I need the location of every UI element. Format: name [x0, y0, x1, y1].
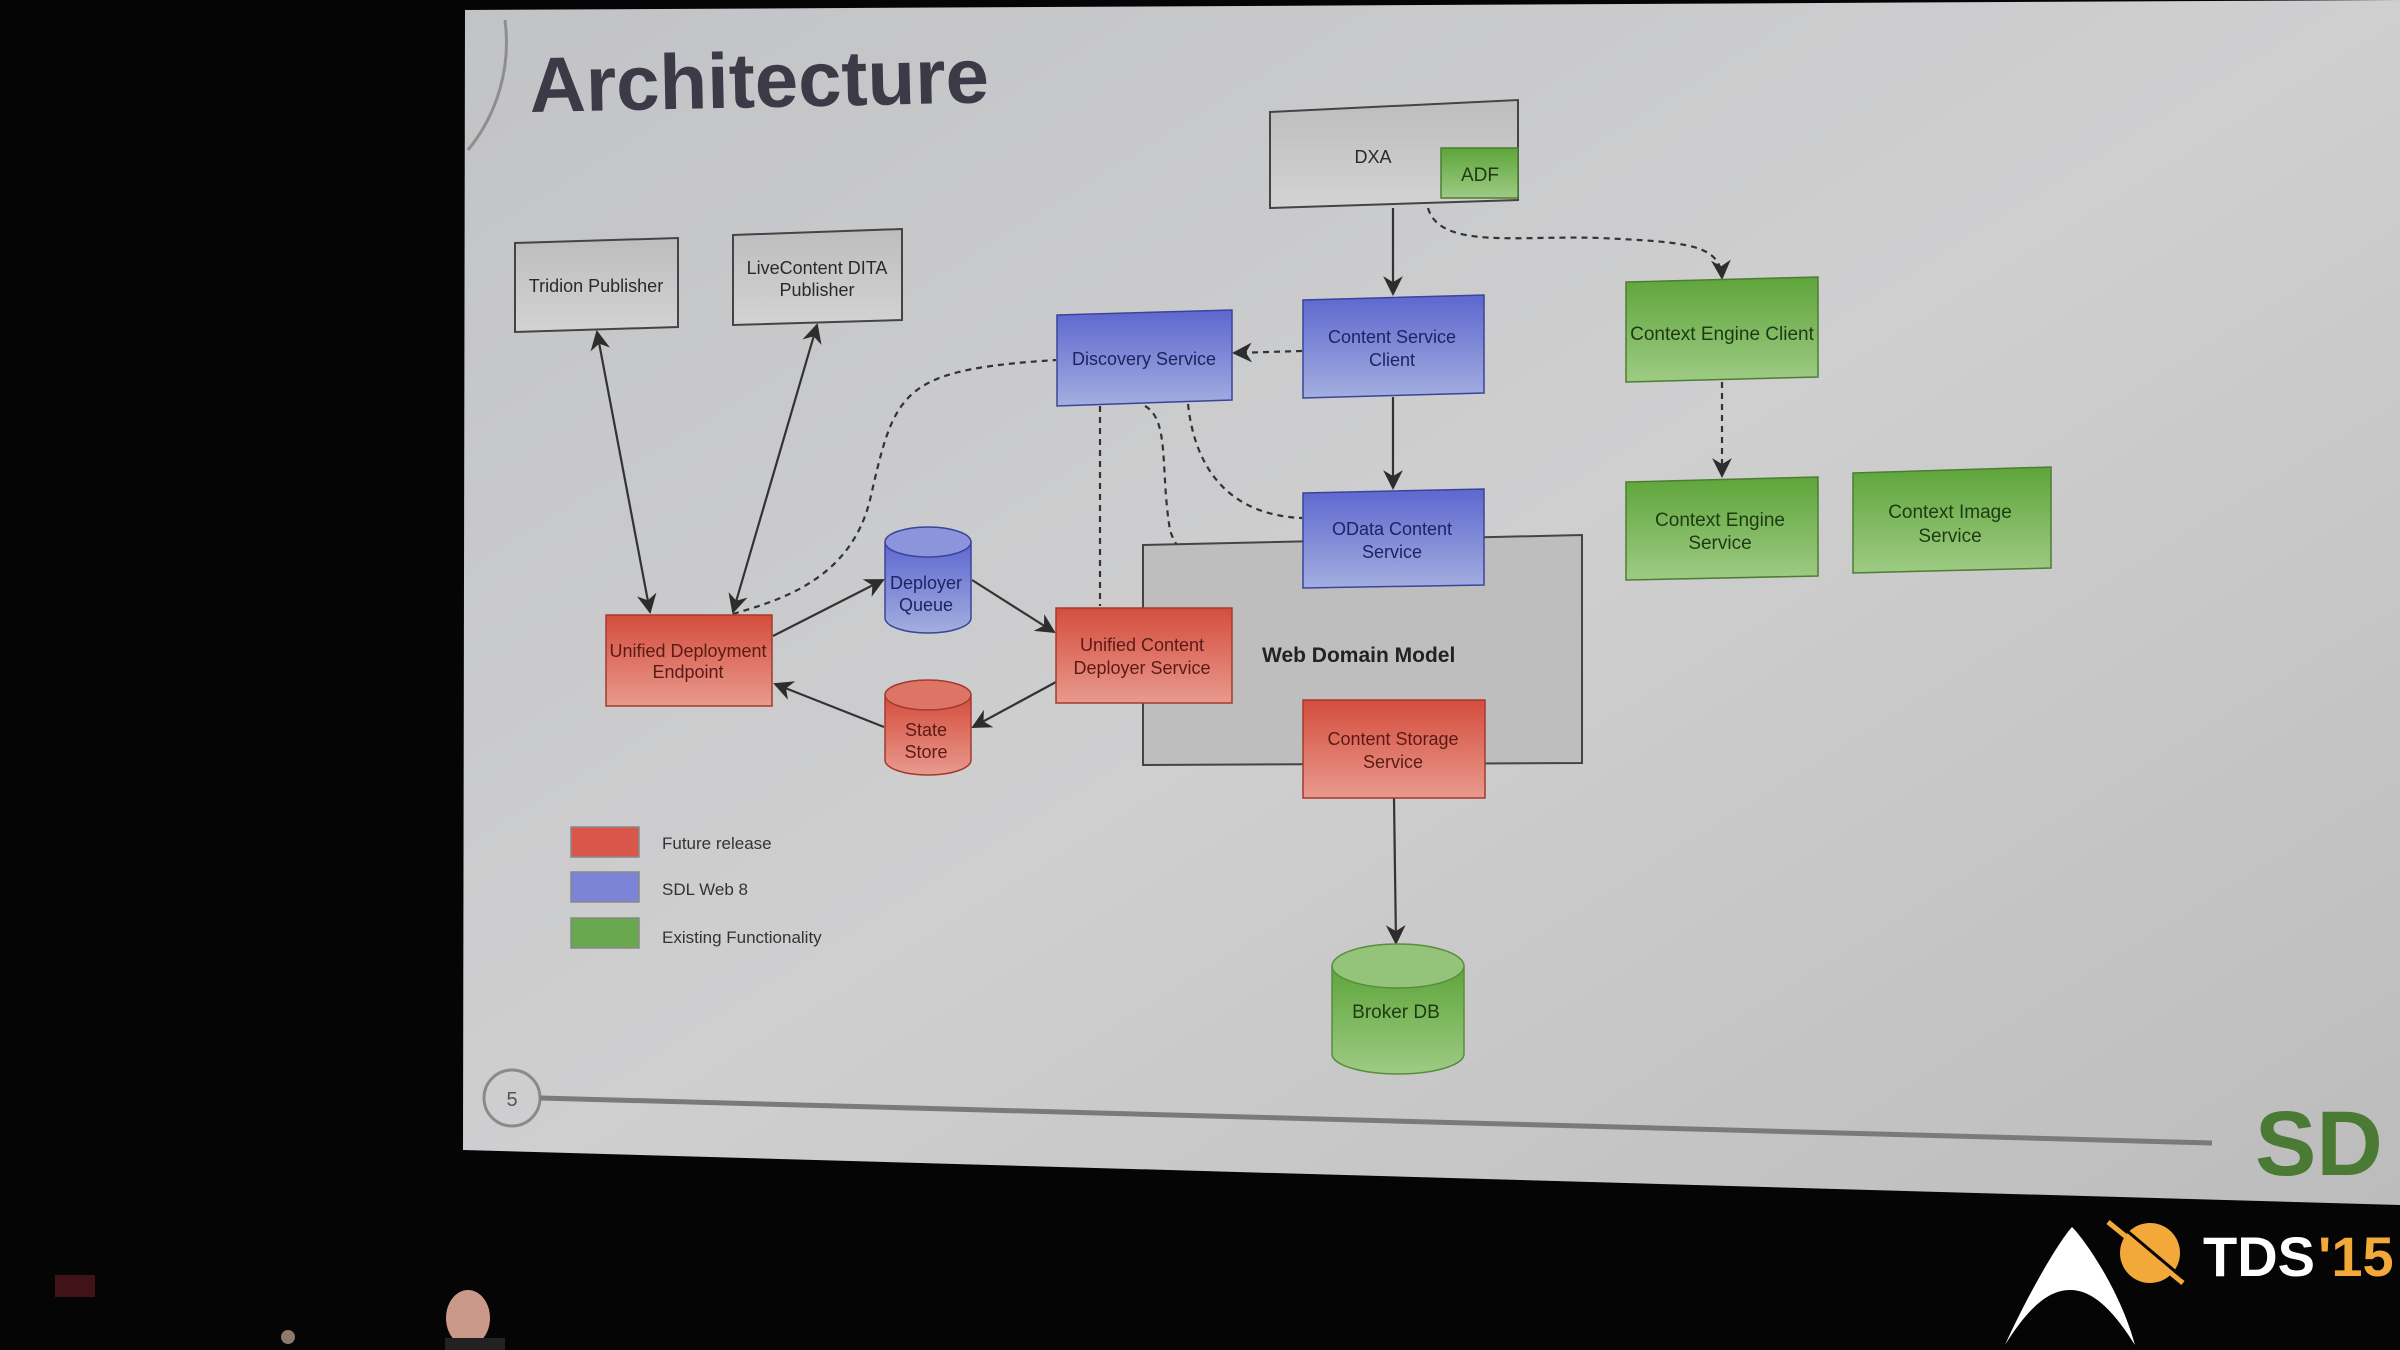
tds-arrow-icon [2005, 1227, 2135, 1345]
node-content-storage-service: Content Storage Service [1302, 699, 1486, 799]
odata-label-line1: OData Content [1332, 519, 1452, 539]
edge-discovery-to-odata [1186, 403, 1303, 520]
state-store-line2: Store [904, 742, 947, 762]
css-line2: Service [1363, 752, 1423, 772]
css-line1: Content Storage [1327, 729, 1458, 749]
node-deployer-queue: Deployer Queue [884, 526, 972, 634]
odata-label-line2: Service [1362, 542, 1422, 562]
dxa-label: DXA [1354, 147, 1391, 167]
legend: Future release SDL Web 8 Existing Functi… [570, 826, 822, 949]
legend-label: Future release [662, 834, 772, 853]
stage-monitor-light [55, 1275, 95, 1297]
tds-planet-ring [2106, 1220, 2185, 1285]
ucds-line2: Deployer Service [1073, 658, 1210, 678]
edge-tridion-to-ude [590, 330, 657, 614]
broker-db-label: Broker DB [1352, 1002, 1440, 1023]
edge-ude-to-deployer-queue [772, 579, 885, 637]
speaker-body [445, 1338, 505, 1350]
deployer-queue-line2: Queue [899, 595, 953, 615]
ucds-line1: Unified Content [1080, 635, 1204, 655]
sdl-logo: SD [2255, 1093, 2383, 1195]
legend-swatch-green [570, 917, 640, 949]
legend-label: Existing Functionality [662, 928, 822, 947]
adf-label: ADF [1461, 165, 1499, 186]
edge-ucds-to-state-store [971, 681, 1057, 728]
legend-label: SDL Web 8 [662, 880, 748, 899]
legend-item-sdl-web-8: SDL Web 8 [570, 871, 748, 903]
web-domain-model-label: Web Domain Model [1262, 644, 1455, 667]
context-engine-service-line1: Context Engine [1655, 510, 1785, 531]
microphone [281, 1330, 295, 1344]
node-content-service-client: Content Service Client [1302, 294, 1485, 399]
context-image-service-line1: Context Image [1888, 502, 2012, 523]
node-discovery-service: Discovery Service [1056, 309, 1233, 407]
deployer-queue-line1: Deployer [890, 573, 962, 593]
edge-adf-to-context-engine-client [1426, 207, 1731, 280]
ude-line2: Endpoint [652, 662, 723, 682]
edge-csc-to-discovery [1232, 342, 1303, 363]
legend-item-future-release: Future release [570, 826, 772, 858]
node-state-store: State Store [884, 679, 972, 776]
context-image-service-line2: Service [1918, 526, 1981, 547]
tds-text: TDS [2203, 1225, 2315, 1288]
state-store-line1: State [905, 720, 947, 740]
node-broker-db: Broker DB [1331, 943, 1465, 1075]
edge-discovery-to-content-storage [1144, 405, 1303, 732]
node-context-image-service: Context Image Service [1852, 466, 2052, 574]
page-number: 5 [506, 1089, 517, 1111]
node-context-engine-service: Context Engine Service [1625, 476, 1819, 581]
edge-queue-to-ucds [971, 579, 1056, 634]
context-engine-service-line2: Service [1688, 533, 1751, 554]
tds-event-logo: TDS '15 [2005, 1217, 2394, 1345]
slide-decor-arc [466, 19, 508, 151]
tds-year-text: '15 [2318, 1225, 2394, 1288]
context-engine-client-label: Context Engine Client [1630, 324, 1814, 345]
node-unified-deployment-endpoint: Unified Deployment Endpoint [605, 614, 773, 707]
slide-footer: 5 SD [482, 1068, 2383, 1195]
speaker-head [446, 1290, 490, 1346]
discovery-service-label: Discovery Service [1072, 349, 1216, 369]
livecontent-label-line2: Publisher [779, 280, 854, 300]
slide-title: Architecture [529, 31, 990, 129]
node-adf: ADF [1440, 147, 1519, 199]
edge-livecontent-to-ude [728, 323, 822, 614]
tridion-publisher-label: Tridion Publisher [529, 276, 663, 296]
livecontent-label-line1: LiveContent DITA [747, 258, 888, 278]
csc-label-line2: Client [1369, 350, 1415, 370]
legend-swatch-red [570, 826, 640, 858]
edge-css-to-broker-db [1385, 797, 1406, 945]
edge-state-store-to-ude [773, 681, 885, 729]
node-livecontent-publisher: LiveContent DITA Publisher [732, 227, 903, 327]
node-tridion-publisher: Tridion Publisher [514, 236, 679, 334]
edges [590, 207, 1732, 945]
legend-item-existing-functionality: Existing Functionality [570, 917, 822, 949]
ude-line1: Unified Deployment [609, 641, 766, 661]
csc-label-line1: Content Service [1328, 327, 1456, 347]
node-context-engine-client: Context Engine Client [1625, 276, 1819, 383]
footer-rule [539, 1095, 2213, 1146]
edge-ude-to-discovery [732, 358, 1057, 616]
legend-swatch-blue [570, 871, 640, 903]
node-unified-content-deployer-service: Unified Content Deployer Service [1055, 607, 1233, 704]
node-odata-content-service: OData Content Service [1302, 488, 1485, 589]
